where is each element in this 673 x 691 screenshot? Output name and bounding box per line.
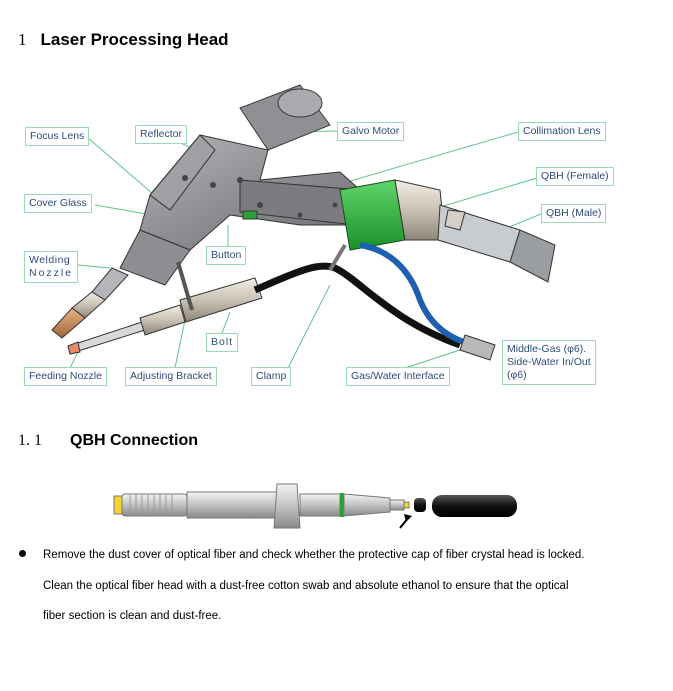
label-middle-gas-line1: Middle-Gas (φ6). (507, 343, 587, 355)
laser-head-body (51, 84, 556, 339)
wire-feeder (67, 261, 263, 355)
paragraph-line-1: Remove the dust cover of optical fiber a… (43, 549, 585, 561)
paragraph-line-2: Clean the optical fiber head with a dust… (43, 580, 569, 592)
qbh-connector-illustration (113, 483, 517, 529)
label-reflector: Reflector (135, 125, 188, 144)
subsection-number: 1. 1 (18, 432, 42, 449)
label-middle-gas-line3: (φ6) (507, 369, 527, 381)
label-feeding-nozzle: Feeding Nozzle (24, 367, 107, 386)
black-hose (253, 262, 462, 349)
section-number: 1 (18, 30, 27, 49)
label-button: Button (206, 246, 247, 265)
gas-water-connector (459, 334, 496, 361)
subsection-heading: 1. 1 QBH Connection (18, 432, 198, 450)
section-title: Laser Processing Head (40, 30, 229, 49)
label-qbh-female: QBH (Female) (536, 167, 614, 186)
label-focus-lens: Focus Lens (25, 127, 90, 146)
leader-lines (69, 130, 542, 369)
label-adjusting-bracket: Adjusting Bracket (125, 367, 217, 386)
label-galvo-motor: Galvo Motor (337, 122, 405, 141)
section-heading: 1 Laser Processing Head (18, 30, 229, 50)
subsection-title: QBH Connection (70, 432, 198, 449)
label-clamp: Clamp (251, 367, 292, 386)
label-welding-nozzle-line2: Nozzle (29, 267, 74, 279)
label-middle-gas-line2: Side-Water In/Out (507, 356, 591, 368)
label-collimation-lens: Collimation Lens (518, 122, 606, 141)
label-middle-gas: Middle-Gas (φ6). Side-Water In/Out (φ6) (502, 340, 596, 385)
label-welding-nozzle-line1: Welding (29, 254, 71, 266)
laser-head-illustration (51, 84, 556, 369)
label-bolt: Bolt (206, 333, 239, 352)
label-cover-glass: Cover Glass (24, 194, 92, 213)
bullet-icon (19, 550, 26, 557)
blue-hose (359, 242, 476, 348)
paragraph-line-3: fiber section is clean and dust-free. (43, 610, 222, 622)
label-gas-water-interface: Gas/Water Interface (346, 367, 450, 386)
label-qbh-male: QBH (Male) (541, 204, 607, 223)
label-welding-nozzle: Welding Nozzle (24, 251, 79, 283)
